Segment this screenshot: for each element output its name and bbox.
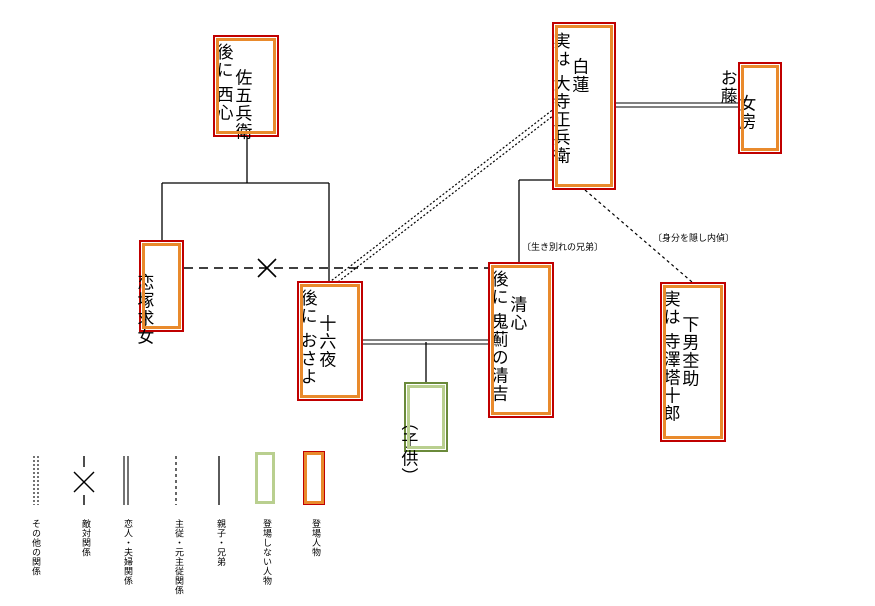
character-box-izayoi: 十六夜後に おさよ (297, 281, 363, 401)
annotation-genan-relation: 〔身分を隠し内偵〕 (653, 234, 735, 244)
legend-label-onstage: 登場人物 (310, 519, 320, 557)
legend-symbol-onstage-box (303, 451, 325, 505)
other-relation-line (330, 107, 559, 286)
parent-child-lines (161, 137, 555, 385)
couple-lines (363, 102, 738, 345)
legend-label-enemy: 敵対関係 (80, 519, 90, 557)
character-box-genan: 下男杢助実は 寺澤塔十郎 (660, 282, 726, 442)
legend-label-parent: 親子・兄弟 (215, 519, 225, 567)
legend-symbol-offstage-box (255, 452, 275, 504)
character-name-seishin: 清心後に 鬼薊の清吉 (487, 270, 527, 403)
character-name-gohei: 佐五兵衛後に 西心 (212, 43, 252, 141)
annotation-seishin-relation: 〔生き別れの兄弟〕 (522, 243, 604, 253)
character-name-genan: 下男杢助実は 寺澤塔十郎 (659, 290, 699, 423)
legend-label-other: その他の関係 (30, 519, 40, 576)
character-box-gohei: 佐五兵衛後に 西心 (213, 35, 279, 141)
enemy-line (184, 258, 488, 278)
character-box-seishin: 清心後に 鬼薊の清吉 (488, 262, 554, 418)
character-box-koizuka: 恋塚求女 (133, 240, 184, 346)
character-box-byakuren: 白蓮実は 大寺正兵衛 (550, 22, 616, 190)
legend-symbol-enemy (73, 456, 95, 505)
enemy-cross-b (257, 258, 277, 278)
character-box-child: （子供） (397, 382, 448, 486)
character-box-nyobo: 女房お藤 (717, 62, 782, 154)
character-name-koizuka: 恋塚求女 (133, 273, 154, 346)
legend-symbol-couple (123, 456, 129, 505)
character-name-izayoi: 十六夜後に おさよ (296, 289, 336, 386)
character-name-nyobo: 女房お藤 (716, 69, 756, 131)
character-name-child: （子供） (397, 413, 418, 486)
legend-label-offstage: 登場しない人物 (261, 519, 271, 586)
character-name-byakuren: 白蓮実は 大寺正兵衛 (549, 32, 589, 165)
legend-label-master: 主従・元主従関係 (173, 519, 183, 595)
legend-label-couple: 恋人・夫婦関係 (122, 519, 132, 586)
legend-symbols (33, 456, 220, 505)
legend-symbol-other (33, 456, 39, 505)
